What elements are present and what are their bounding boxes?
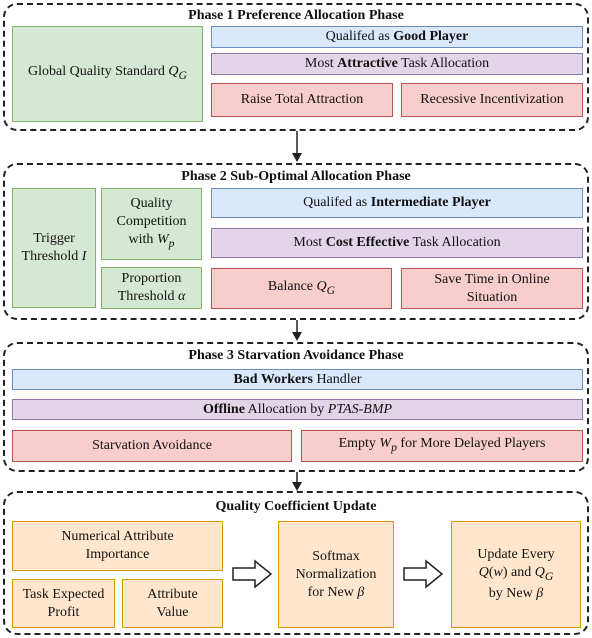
quality-update-title: Quality Coefficient Update (215, 499, 377, 514)
arrow-down-icon (292, 131, 302, 162)
arrow-down-icon (292, 320, 302, 341)
intermediate-player-box: Qualifed as Intermediate Player (211, 188, 583, 218)
starvation-avoidance-box: Starvation Avoidance (12, 430, 292, 462)
phase1-panel: Phase 1 Preference Allocation Phase Glob… (3, 3, 589, 131)
global-quality-standard-box: Global Quality Standard QG (12, 26, 203, 122)
offline-allocation-box: Offline Allocation by PTAS-BMP (12, 399, 583, 420)
arrow-down-icon (292, 472, 302, 491)
raise-attraction-box: Raise Total Attraction (211, 83, 393, 117)
phase2-title: Phase 2 Sub-Optimal Allocation Phase (181, 169, 411, 184)
empty-wp-box: Empty Wp for More Delayed Players (301, 430, 583, 462)
quality-update-panel: Quality Coefficient Update Numerical Att… (3, 491, 589, 635)
good-player-box: Qualifed as Good Player (211, 26, 583, 48)
attractive-allocation-box: Most Attractive Task Allocation (211, 53, 583, 75)
phase1-title: Phase 1 Preference Allocation Phase (188, 8, 404, 23)
cost-effective-allocation-box: Most Cost Effective Task Allocation (211, 228, 583, 258)
balance-qg-box: Balance QG (211, 268, 392, 309)
arrow-right-icon (403, 559, 444, 589)
phase3-panel: Phase 3 Starvation Avoidance Phase Bad W… (3, 342, 589, 472)
recessive-incentivization-box: Recessive Incentivization (401, 83, 583, 117)
bad-workers-box: Bad Workers Handler (12, 369, 583, 390)
phase3-title: Phase 3 Starvation Avoidance Phase (188, 348, 404, 363)
arrow-right-icon (232, 559, 273, 589)
phase2-panel: Phase 2 Sub-Optimal Allocation Phase Tri… (3, 163, 589, 320)
